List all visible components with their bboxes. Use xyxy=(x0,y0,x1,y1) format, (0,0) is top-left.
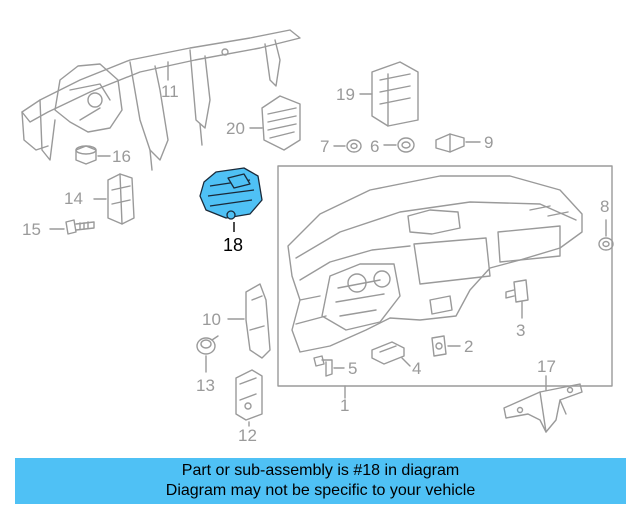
part-12-bracket xyxy=(235,369,263,421)
callout-12: 12 xyxy=(238,426,257,445)
part-11-support-beam xyxy=(21,29,301,171)
part-15-bolt xyxy=(65,219,95,235)
info-banner: Part or sub-assembly is #18 in diagram D… xyxy=(15,458,626,504)
part-5-screw xyxy=(313,355,333,377)
callout-5: 5 xyxy=(348,359,358,378)
banner-line-2: Diagram may not be specific to your vehi… xyxy=(165,482,476,499)
part-2-clip xyxy=(431,335,447,357)
callout-3: 3 xyxy=(516,321,526,340)
part-6-plug xyxy=(397,137,415,153)
part-4-bracket xyxy=(371,341,405,365)
part-16-clip xyxy=(75,145,97,165)
part-19-duct xyxy=(371,61,419,127)
part-20-vent xyxy=(261,95,301,151)
callout-14: 14 xyxy=(64,189,83,208)
banner-line-1: Part or sub-assembly is #18 in diagram xyxy=(181,462,460,479)
part-18-highlighted-module xyxy=(199,167,263,220)
assembly-frame xyxy=(277,165,613,387)
callout-20: 20 xyxy=(226,119,245,138)
callout-10: 10 xyxy=(202,310,221,329)
part-17-bracket xyxy=(503,383,583,433)
part-8-grommet xyxy=(598,237,614,251)
callout-6: 6 xyxy=(370,137,380,156)
parts-diagram xyxy=(21,29,614,433)
part-7-plug xyxy=(346,139,362,153)
leader-4 xyxy=(401,357,411,367)
callout-16: 16 xyxy=(112,147,131,166)
callout-17: 17 xyxy=(537,357,556,376)
callout-18: 18 xyxy=(223,235,244,255)
part-1-instrument-panel xyxy=(287,175,583,353)
callout-13: 13 xyxy=(196,376,215,395)
callout-4: 4 xyxy=(412,359,422,378)
part-10-side-panel xyxy=(245,283,271,359)
part-3-bracket xyxy=(505,279,529,303)
callout-9: 9 xyxy=(484,133,494,152)
callout-11: 11 xyxy=(161,82,179,101)
callout-15: 15 xyxy=(22,220,41,239)
callout-7: 7 xyxy=(320,137,330,156)
part-14-bracket xyxy=(107,173,135,225)
callout-2: 2 xyxy=(464,337,474,356)
part-13-grommet xyxy=(196,335,219,355)
callout-1: 1 xyxy=(340,396,350,415)
callout-19: 19 xyxy=(336,85,355,104)
callout-8: 8 xyxy=(600,197,610,216)
part-9-clip xyxy=(435,133,465,153)
